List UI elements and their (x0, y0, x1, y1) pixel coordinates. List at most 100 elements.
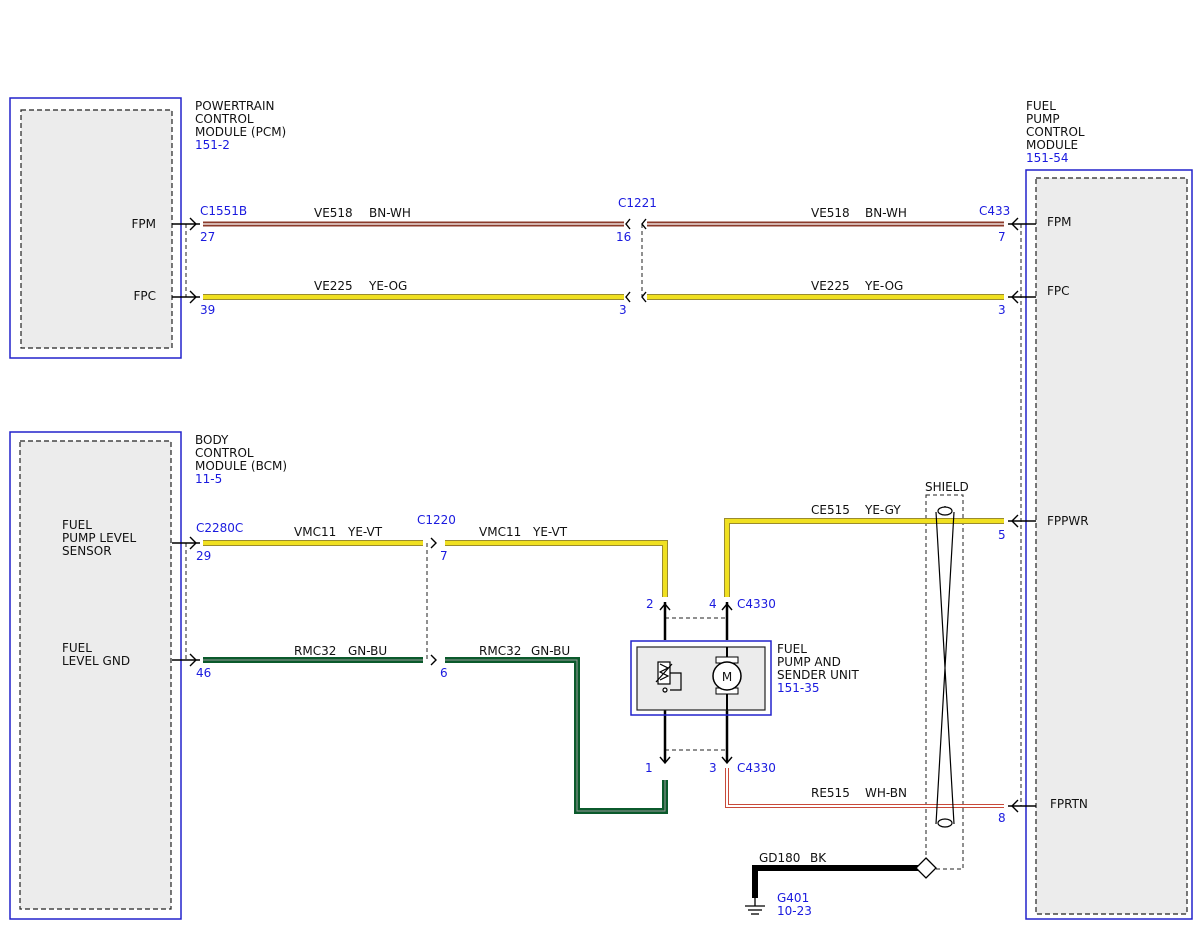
bcm-name-line-1: BODY (195, 433, 229, 447)
fpcm-module-body (1035, 177, 1188, 915)
wire-fpc-right-color: YE-OG (864, 279, 903, 293)
pump-unit-outline (630, 640, 772, 716)
fpcm-pin-fpc: FPC (1047, 284, 1070, 298)
wire-fpc-left-color: YE-OG (368, 279, 407, 293)
fpcm-pin-fprtn: FPRTN (1050, 797, 1088, 811)
pcm-module (9, 97, 182, 359)
wire-rtn-color: WH-BN (865, 786, 907, 800)
fpcm-name-line-1: FUEL (1026, 99, 1056, 113)
fpcm-module-outline (1025, 169, 1193, 920)
pin-pump-pwr: 4 (709, 597, 717, 611)
wire-rtn (725, 768, 1004, 808)
shield-outline (925, 494, 964, 870)
wire-fpm-right-circuit: VE518 (811, 206, 850, 220)
bcm-pin-gnd-line-1: FUEL (62, 641, 92, 655)
pcm-name-line-2: CONTROL (195, 112, 254, 126)
pcm-pin-fpm: FPM (132, 217, 157, 231)
bcm-module-body (19, 440, 172, 910)
connector-c2280c: C2280C (196, 521, 243, 535)
bcm-module-outline (9, 431, 182, 920)
wire-ground-color: BK (810, 851, 827, 865)
wire-sensor-left-circuit: VMC11 (294, 525, 336, 539)
wire-fpc-right-circuit: VE225 (811, 279, 850, 293)
motor-label: M (722, 670, 732, 684)
wire-fpc-left-circuit: VE225 (314, 279, 353, 293)
connector-c4330-bottom: C4330 (737, 761, 776, 775)
wire-sensor-right (445, 540, 668, 597)
connector-c1221: C1221 (618, 196, 657, 210)
ground-point-name: G401 (777, 891, 809, 905)
connector-links (185, 224, 1022, 870)
bcm-pin-sensor-line-1: FUEL (62, 518, 92, 532)
pin-fpcm-fpm: 7 (998, 230, 1006, 244)
sender-resistor-icon (655, 661, 682, 693)
wire-fpm-right-color: BN-WH (865, 206, 907, 220)
pin-pump-sensor: 2 (646, 597, 654, 611)
wire-fpm-left-circuit: VE518 (314, 206, 353, 220)
wire-gnd-right (445, 657, 668, 814)
pcm-pin-fpc: FPC (133, 289, 156, 303)
pin-pcm-fpm: 27 (200, 230, 215, 244)
bcm-pin-gnd-line-2: LEVEL GND (62, 654, 130, 668)
pump-motor-icon: M (712, 647, 742, 710)
connector-c433: C433 (979, 204, 1010, 218)
pcm-ref: 151-2 (195, 138, 230, 152)
bcm-module (9, 431, 182, 920)
fpcm-name-line-4: MODULE (1026, 138, 1078, 152)
bcm-pin-sensor-line-3: SENSOR (62, 544, 112, 558)
bcm-name-line-3: MODULE (BCM) (195, 459, 287, 473)
pcm-module-body (20, 109, 173, 349)
pin-bcm-gnd: 46 (196, 666, 211, 680)
pcm-name-line-3: MODULE (PCM) (195, 125, 286, 139)
pump-internal-leads (663, 602, 729, 762)
pump-unit-name-line-2: PUMP AND (777, 655, 841, 669)
bcm-ref: 11-5 (195, 472, 222, 486)
pcm-name-line-1: POWERTRAIN (195, 99, 275, 113)
shield-drain (915, 505, 955, 879)
wire-gnd-right-color: GN-BU (531, 644, 570, 658)
wire-gnd-right-circuit: RMC32 (479, 644, 521, 658)
chassis-ground-icon (745, 898, 765, 915)
wire-ground-circuit: GD180 (759, 851, 800, 865)
pump-unit-name-line-3: SENDER UNIT (777, 668, 859, 682)
pin-pump-gnd: 1 (645, 761, 653, 775)
pin-pcm-fpc: 39 (200, 303, 215, 317)
fpcm-ref: 151-54 (1026, 151, 1069, 165)
wire-gnd-left-circuit: RMC32 (294, 644, 336, 658)
fpcm-pin-fpm: FPM (1047, 215, 1072, 229)
pin-c1221-fpm: 16 (616, 230, 631, 244)
wire-gnd-left-color: GN-BU (348, 644, 387, 658)
ground-point-ref: 10-23 (777, 904, 812, 918)
pin-fpcm-pwr: 5 (998, 528, 1006, 542)
connector-c1220: C1220 (417, 513, 456, 527)
wire-pwr-circuit: CE515 (811, 503, 850, 517)
wire-sensor-right-color: YE-VT (532, 525, 568, 539)
shield-ground-splice-icon (915, 857, 937, 879)
wire-pwr-color: YE-GY (864, 503, 901, 517)
pin-fpcm-fpc: 3 (998, 303, 1006, 317)
pin-pump-rtn: 3 (709, 761, 717, 775)
wire-fpm-left-color: BN-WH (369, 206, 411, 220)
connector-c4330-top: C4330 (737, 597, 776, 611)
bcm-pin-sensor-line-2: PUMP LEVEL (62, 531, 136, 545)
fpcm-pin-fppwr: FPPWR (1047, 514, 1089, 528)
pin-bcm-sensor: 29 (196, 549, 211, 563)
fpcm-name-line-2: PUMP (1026, 112, 1060, 126)
pin-fpcm-rtn: 8 (998, 811, 1006, 825)
pcm-module-outline (9, 97, 182, 359)
pump-unit-name-line-1: FUEL (777, 642, 807, 656)
wire-sensor-left-color: YE-VT (347, 525, 383, 539)
wire-sensor-right-circuit: VMC11 (479, 525, 521, 539)
fpcm-name-line-3: CONTROL (1026, 125, 1085, 139)
bcm-name-line-2: CONTROL (195, 446, 254, 460)
shield-braid (935, 505, 955, 825)
wire-ground-gd180 (752, 865, 918, 898)
pin-c1220-gnd: 6 (440, 666, 448, 680)
wire-rtn-circuit: RE515 (811, 786, 850, 800)
fuel-pump-sender-unit: M (630, 640, 772, 716)
pin-c1221-fpc: 3 (619, 303, 627, 317)
fpcm-module (1025, 169, 1193, 920)
pin-c1220-sensor: 7 (440, 549, 448, 563)
connector-arrows (172, 217, 1036, 813)
